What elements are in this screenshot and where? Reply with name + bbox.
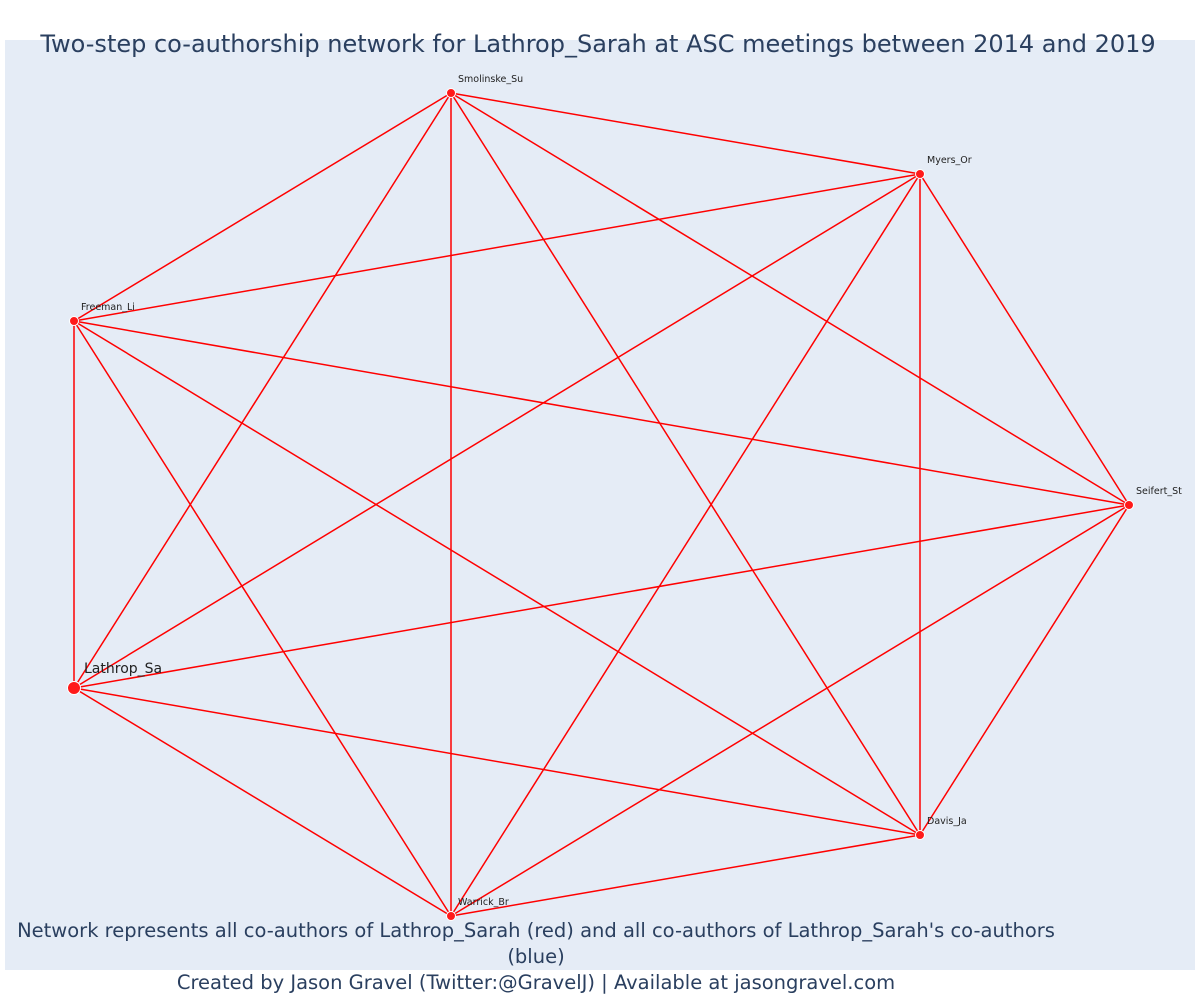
edge-freeman_li-davis_ja bbox=[73, 320, 921, 836]
edge-smolinske_su-davis_ja bbox=[450, 92, 921, 836]
edge-lathrop_sa-smolinske_su bbox=[73, 92, 452, 689]
edge-myers_or-warrick_br bbox=[450, 173, 921, 917]
edge-smolinske_su-myers_or bbox=[450, 92, 921, 175]
node-label-freeman_li: Freeman_Li bbox=[81, 302, 135, 313]
node-label-lathrop_sa: Lathrop_Sa bbox=[84, 661, 162, 677]
footer-line-2: Created by Jason Gravel (Twitter:@Gravel… bbox=[176, 971, 896, 994]
edge-smolinske_su-seifert_st bbox=[450, 92, 1130, 506]
edge-lathrop_sa-davis_ja bbox=[73, 687, 921, 836]
node-label-davis_ja: Davis_Ja bbox=[927, 816, 967, 827]
edge-freeman_li-smolinske_su bbox=[73, 92, 452, 322]
edge-davis_ja-warrick_br bbox=[450, 834, 921, 917]
edge-freeman_li-seifert_st bbox=[73, 320, 1130, 506]
edge-lathrop_sa-seifert_st bbox=[73, 504, 1130, 689]
node-lathrop_sa[interactable] bbox=[67, 681, 81, 695]
node-label-seifert_st: Seifert_St bbox=[1136, 486, 1182, 497]
node-smolinske_su[interactable] bbox=[446, 88, 456, 98]
node-davis_ja[interactable] bbox=[915, 830, 925, 840]
node-label-warrick_br: Warrick_Br bbox=[458, 897, 509, 908]
footer-line-1: Network represents all co-authors of Lat… bbox=[17, 919, 1055, 968]
edge-seifert_st-warrick_br bbox=[450, 504, 1130, 917]
node-seifert_st[interactable] bbox=[1124, 500, 1134, 510]
node-label-smolinske_su: Smolinske_Su bbox=[458, 74, 523, 85]
node-myers_or[interactable] bbox=[915, 169, 925, 179]
chart-title: Two-step co-authorship network for Lathr… bbox=[40, 30, 1156, 58]
plot-background bbox=[5, 40, 1195, 970]
edge-freeman_li-warrick_br bbox=[73, 320, 452, 917]
edge-freeman_li-myers_or bbox=[73, 173, 921, 322]
edge-lathrop_sa-myers_or bbox=[73, 173, 921, 689]
labels-layer: Lathrop_Sa Freeman_Li Smolinske_SuMyers_Or… bbox=[81, 74, 1182, 908]
node-freeman_li[interactable] bbox=[69, 316, 79, 326]
edge-seifert_st-davis_ja bbox=[919, 504, 1130, 836]
edge-lathrop_sa-warrick_br bbox=[73, 687, 452, 917]
edges-layer bbox=[73, 92, 1130, 917]
node-warrick_br[interactable] bbox=[446, 911, 456, 921]
node-label-myers_or: Myers_Or bbox=[927, 155, 972, 166]
edge-myers_or-seifert_st bbox=[919, 173, 1130, 506]
nodes-layer bbox=[67, 88, 1134, 921]
footer-caption: Network represents all co-authors of Lat… bbox=[0, 918, 1072, 996]
